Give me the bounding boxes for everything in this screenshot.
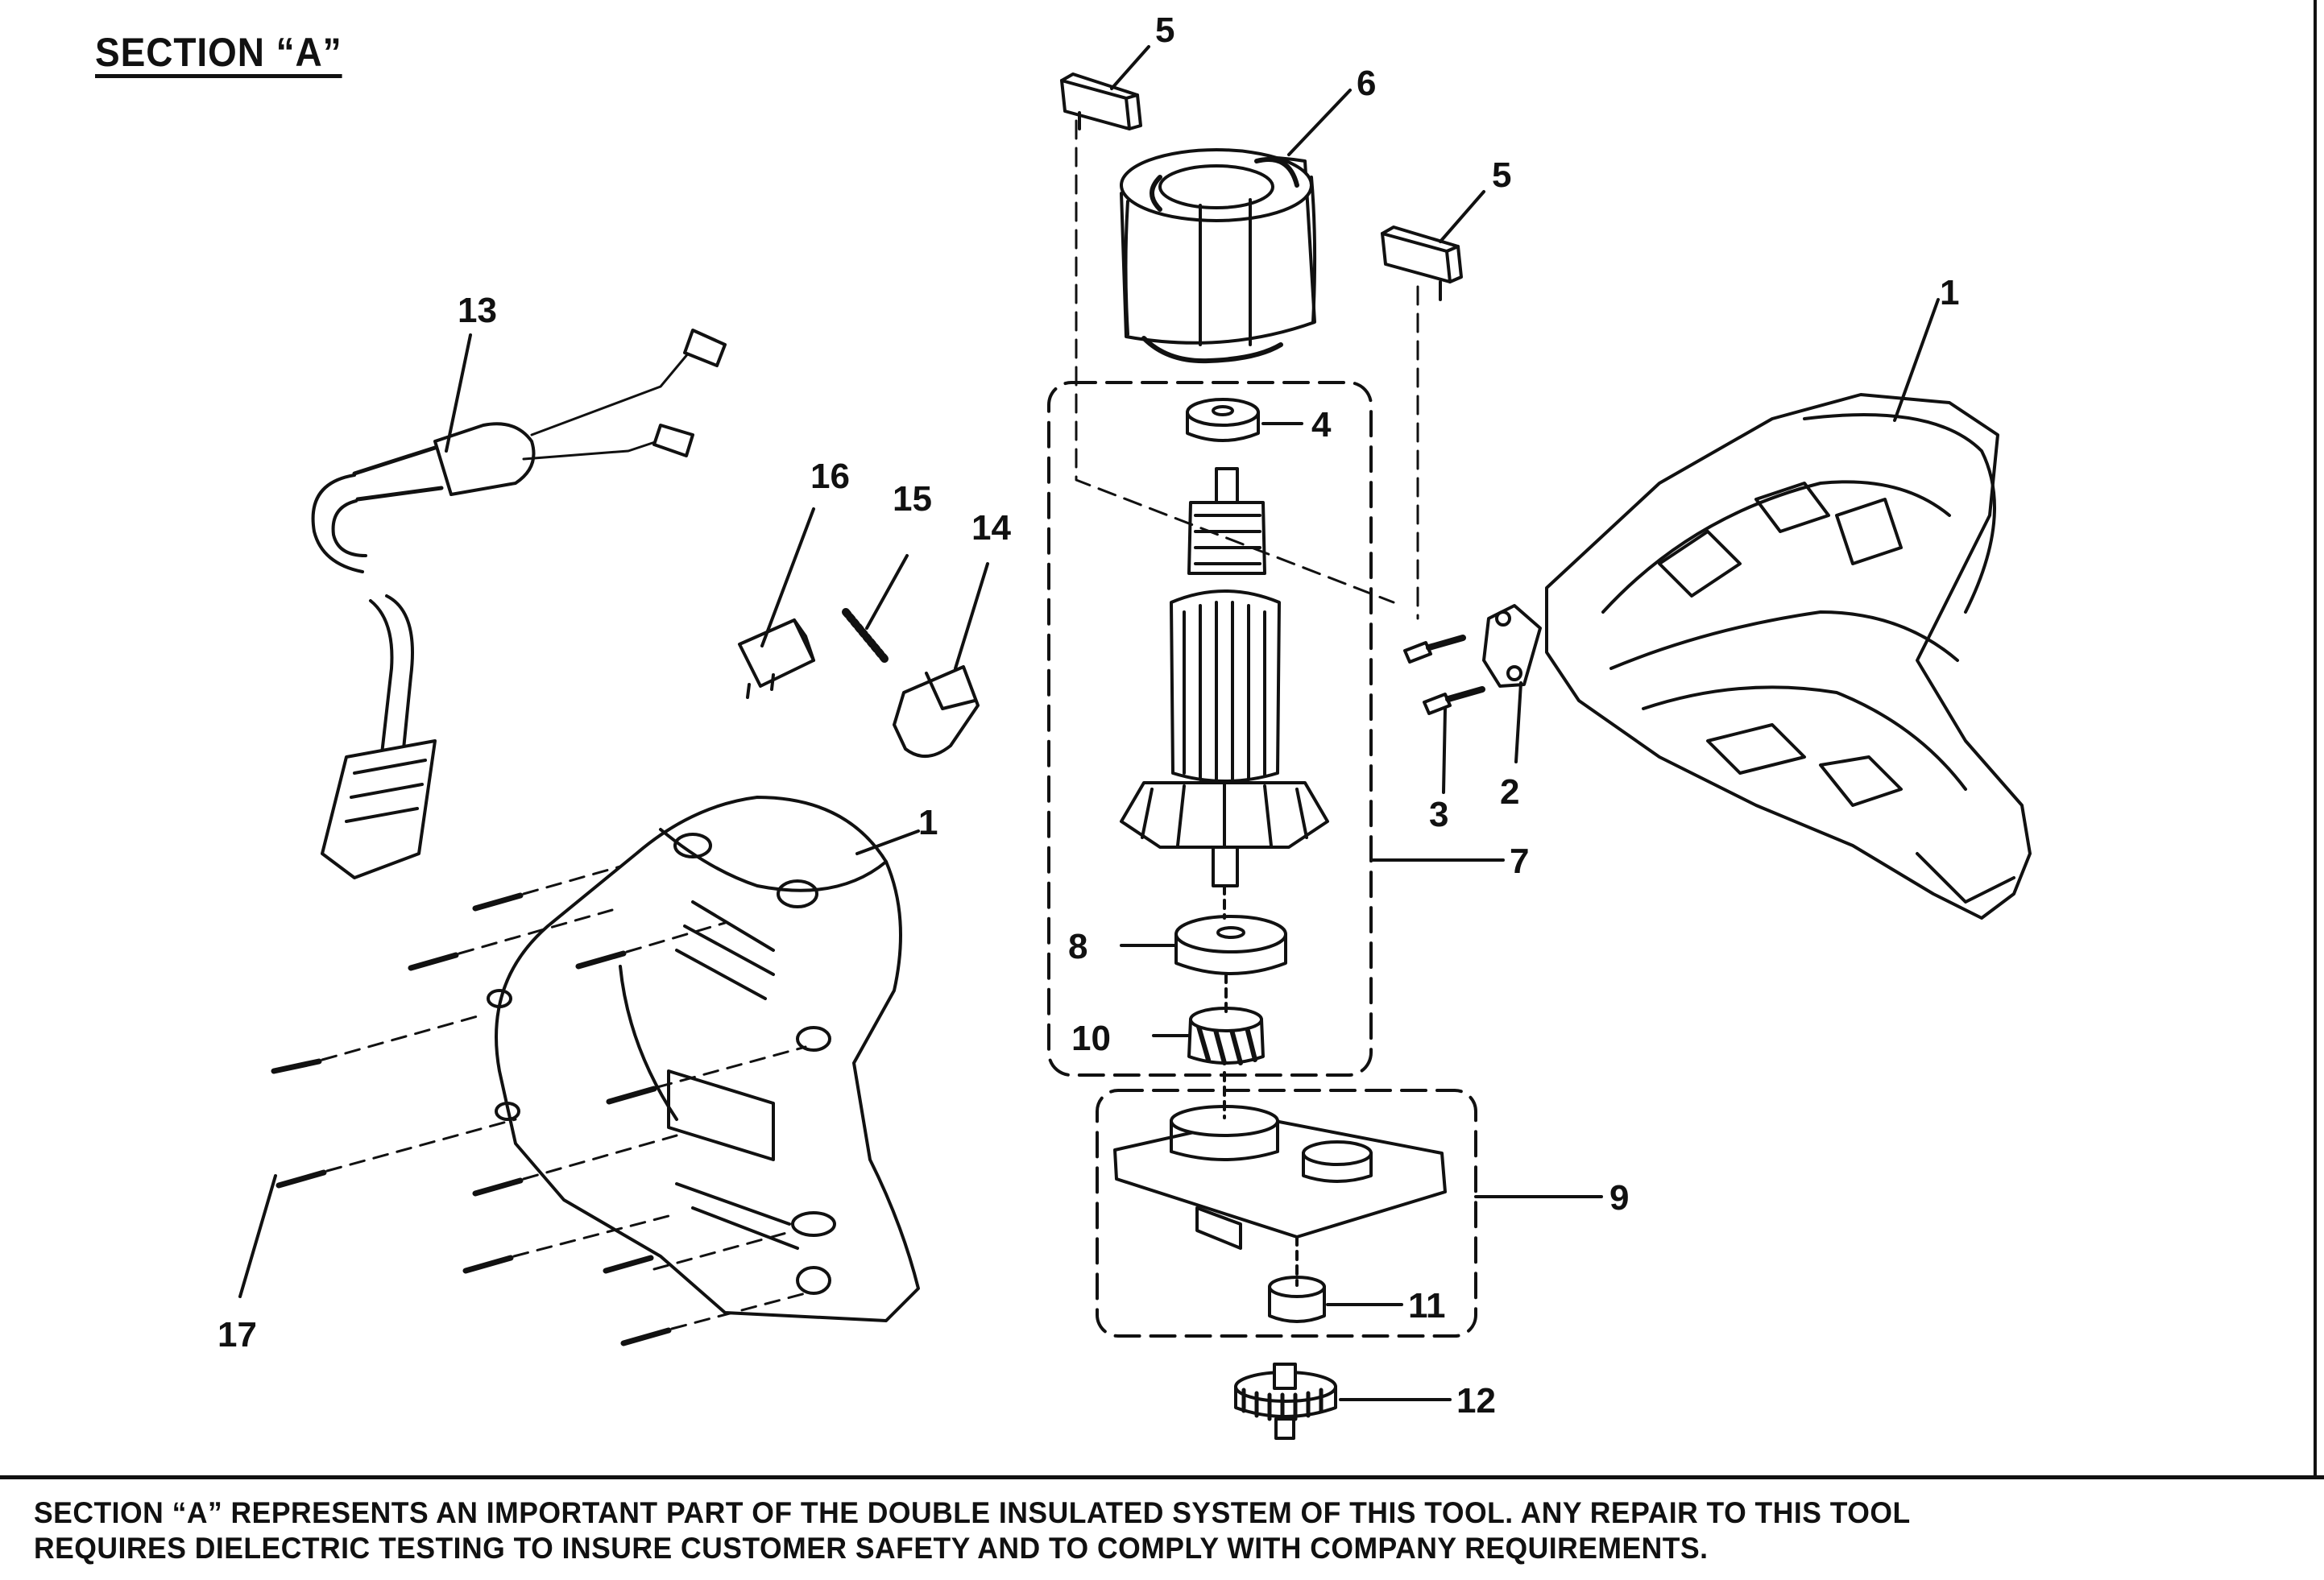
power-cord — [311, 329, 727, 879]
callout-17: 17 — [217, 1315, 257, 1355]
callout-10: 10 — [1071, 1019, 1111, 1058]
callout-16: 16 — [810, 457, 850, 496]
screw-3b — [1423, 686, 1485, 715]
armature-assembly-box — [1047, 381, 1373, 1077]
output-gear — [1234, 1363, 1337, 1440]
note-box — [0, 1475, 2324, 1580]
callout-11: 11 — [1408, 1286, 1446, 1326]
pinion-gear — [1187, 1007, 1265, 1065]
bearing-bottom — [1174, 915, 1287, 975]
callout-1-left: 1 — [918, 803, 938, 842]
callout-2: 2 — [1500, 772, 1519, 812]
note-line-1: SECTION “A” REPRESENTS AN IMPORTANT PART… — [34, 1496, 1911, 1529]
callout-7: 7 — [1510, 842, 1529, 881]
note-line-2: REQUIRES DIELECTRIC TESTING TO INSURE CU… — [34, 1532, 1709, 1565]
callout-4: 4 — [1311, 405, 1332, 445]
callout-3: 3 — [1429, 795, 1448, 834]
frame-right-border — [2314, 0, 2317, 1479]
gear-plate — [1113, 1105, 1447, 1250]
callout-1-right: 1 — [1940, 273, 1959, 312]
brush-holder-left — [1060, 72, 1142, 130]
housing-half-right — [1545, 393, 2032, 920]
callout-5-right: 5 — [1492, 155, 1511, 195]
switch — [738, 618, 815, 699]
callout-6: 6 — [1357, 64, 1376, 103]
spring — [842, 608, 889, 663]
bearing-top — [1186, 398, 1260, 442]
leader-lines — [238, 45, 1940, 1401]
callout-13: 13 — [458, 291, 497, 330]
armature — [1120, 467, 1329, 887]
trigger — [893, 665, 980, 759]
callout-9: 9 — [1609, 1178, 1629, 1218]
brush-holder-right — [1381, 225, 1463, 301]
section-title: SECTION “A” — [95, 30, 342, 75]
callout-5-left: 5 — [1155, 10, 1174, 50]
callout-8: 8 — [1068, 927, 1087, 966]
screw-dashed-lines — [321, 865, 807, 1330]
callout-14: 14 — [971, 508, 1011, 548]
alignment-line-left — [1075, 119, 1395, 604]
callout-12: 12 — [1456, 1381, 1496, 1421]
gear-plate-assembly-box — [1096, 1089, 1477, 1338]
bracket-plate — [1482, 604, 1542, 688]
callout-15: 15 — [893, 479, 932, 519]
screws-17 — [271, 892, 672, 1346]
housing-half-left — [487, 796, 920, 1322]
screw-3a — [1403, 635, 1466, 664]
stator-field-coil — [1120, 148, 1317, 364]
